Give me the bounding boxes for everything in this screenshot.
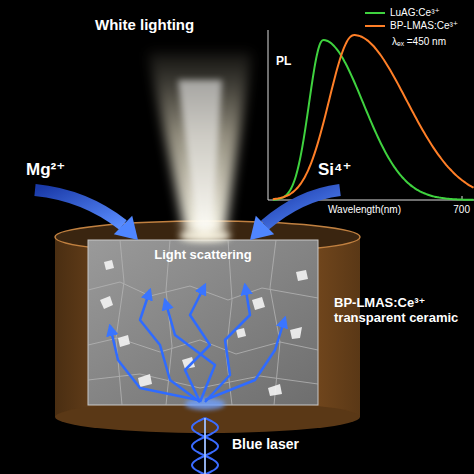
ceramic-grains <box>296 270 308 281</box>
emission-plot <box>268 30 474 200</box>
ceramic-cylinder <box>55 221 360 433</box>
ceramic-grains <box>104 260 114 270</box>
heading-label: White lighting <box>95 16 194 33</box>
dopant-arrows <box>35 190 123 225</box>
ceramic-cylinder <box>55 237 360 417</box>
ceramic-grains <box>88 374 318 388</box>
white-light-beam <box>178 80 222 236</box>
emission-curve <box>273 35 474 199</box>
ion-label: Si⁴⁺ <box>318 160 351 180</box>
legend-text: BP-LMAS:Ce³⁺ <box>390 20 458 32</box>
ceramic-grains <box>118 335 130 347</box>
ceramic-grains <box>270 240 280 405</box>
legend-item: LuAG:Ce³⁺ <box>364 7 440 19</box>
ceramic-grains <box>88 240 318 405</box>
legend-text: LuAG:Ce³⁺ <box>390 7 440 19</box>
laser-wave <box>204 418 206 474</box>
laser-wave <box>202 418 208 474</box>
ion-label: Mg²⁺ <box>26 160 65 180</box>
dopant-arrows <box>35 190 340 240</box>
legend-item: BP-LMAS:Ce³⁺ <box>364 20 458 32</box>
excitation-note: λₑₓ =450 nm <box>392 36 446 48</box>
ceramic-grains <box>252 297 265 310</box>
ceramic-grains <box>138 374 152 387</box>
ceramic-grains <box>110 326 198 400</box>
emission-curve <box>273 40 474 200</box>
white-light-beam <box>148 52 252 242</box>
ceramic-grains <box>88 240 318 405</box>
ceramic-grains <box>165 300 215 402</box>
node-text: Light scattering <box>88 248 318 263</box>
tick-label: 700 <box>453 204 470 216</box>
blue-laser-beam <box>192 418 218 474</box>
white-light-beam <box>179 230 231 242</box>
dopant-arrows <box>250 216 274 240</box>
ceramic-grains <box>100 296 113 309</box>
material-label: BP-LMAS:Ce³⁺ transparent ceramic <box>334 296 470 326</box>
emission-plot <box>268 30 269 200</box>
grain-region: Light scattering <box>88 240 318 405</box>
ceramic-grains <box>88 240 318 410</box>
axis-title: Wavelength(nm) <box>328 204 401 216</box>
white-light-beam <box>148 52 252 236</box>
ceramic-grains <box>268 384 282 396</box>
ceramic-grains <box>290 327 302 339</box>
dopant-arrows <box>265 190 340 225</box>
legend-sample <box>364 8 386 18</box>
laser-wave <box>192 418 218 474</box>
axis-label: PL <box>276 55 291 69</box>
legend-line <box>365 12 385 14</box>
dopant-arrows <box>114 216 138 240</box>
ceramic-grains <box>110 285 285 402</box>
ceramic-grains <box>116 240 124 405</box>
laser-wave <box>192 418 218 474</box>
ceramic-grains <box>236 328 246 338</box>
source-label: Blue laser <box>232 436 299 452</box>
legend-line <box>365 25 385 27</box>
ceramic-grains <box>226 240 232 405</box>
ceramic-grains <box>205 318 285 400</box>
legend-sample <box>364 21 386 31</box>
